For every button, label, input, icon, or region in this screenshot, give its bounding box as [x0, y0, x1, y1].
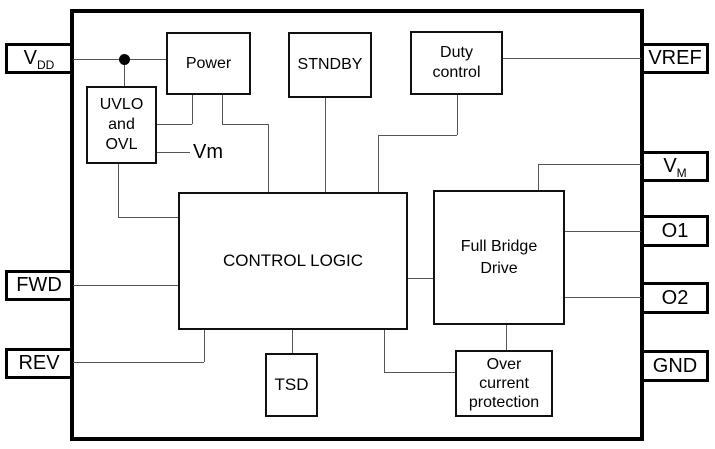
wire-junction-uvlo	[124, 59, 125, 86]
block-stndby: STNDBY	[288, 32, 372, 98]
wire-duty-vref	[503, 58, 645, 59]
wire-uvlo-cl-v	[118, 164, 119, 217]
pin-vref: VREF	[641, 43, 709, 74]
pin-vref-label: VREF	[648, 47, 702, 69]
wire-power-cl-v2	[268, 124, 269, 192]
block-control-logic: CONTROL LOGIC	[178, 192, 408, 330]
wire-vm-fbd-v	[538, 164, 539, 190]
block-overcurrent-protection: Over current protection	[455, 350, 553, 417]
wire-fwd-cl	[70, 285, 178, 286]
wire-power-cl-v1	[222, 95, 223, 124]
block-power-label: Power	[185, 54, 232, 72]
block-uvlo-line3: OVL	[105, 136, 138, 153]
pin-fwd-label: FWD	[16, 274, 62, 296]
wire-duty-cl-h	[378, 135, 457, 136]
block-tsd-label: TSD	[274, 375, 309, 394]
pin-rev: REV	[5, 348, 73, 379]
block-full-bridge-drive: Full Bridge Drive	[433, 190, 565, 325]
wire-cl-fbd	[408, 278, 433, 279]
wire-fbd-o2	[565, 297, 645, 298]
wire-rev-cl-v	[204, 330, 205, 362]
pin-o1-label: O1	[661, 219, 689, 242]
block-stndby-label: STNDBY	[297, 56, 363, 73]
wire-uvlo-power-v	[192, 95, 193, 124]
wire-cl-ocp-h	[384, 372, 455, 373]
wire-vm-fbd-h	[538, 164, 645, 165]
wire-rev-cl-h	[70, 362, 204, 363]
pin-o1: O1	[641, 215, 709, 247]
block-duty-line1: Duty	[440, 44, 473, 61]
block-uvlo-line2: and	[108, 116, 135, 133]
block-overcurrent-line1: Over	[486, 356, 522, 373]
block-full-bridge-line1: Full Bridge	[460, 237, 538, 255]
pin-vdd: VDD	[5, 43, 73, 74]
junction-dot	[119, 54, 130, 65]
net-label-vm: Vm	[192, 141, 224, 164]
wire-uvlo-vm-stub	[157, 152, 190, 153]
wire-uvlo-power-h	[157, 124, 192, 125]
wire-uvlo-cl-h	[118, 217, 178, 218]
block-power: Power	[166, 32, 251, 95]
wire-power-cl-h	[222, 124, 268, 125]
wire-duty-cl-v1	[457, 95, 458, 135]
block-tsd: TSD	[265, 353, 318, 417]
pin-o2: O2	[641, 282, 709, 314]
block-uvlo-ovl: UVLO and OVL	[86, 86, 157, 164]
wire-fbd-ocp	[506, 325, 507, 350]
wire-cl-tsd	[292, 330, 293, 353]
block-duty-line2: control	[432, 64, 481, 81]
block-full-bridge-line2: Drive	[480, 259, 518, 277]
pin-rev-label: REV	[18, 352, 60, 374]
wire-stndby-cl	[325, 98, 326, 192]
pin-vdd-label: VDD	[23, 47, 55, 72]
block-overcurrent-line3: protection	[468, 394, 540, 411]
block-uvlo-line1: UVLO	[99, 96, 144, 113]
pin-gnd-label: GND	[652, 354, 698, 377]
block-control-logic-label: CONTROL LOGIC	[222, 251, 364, 270]
pin-o2-label: O2	[661, 286, 689, 309]
wire-duty-cl-v2	[378, 135, 379, 192]
wire-cl-ocp-v	[384, 330, 385, 372]
wire-fbd-o1	[565, 231, 645, 232]
block-overcurrent-line2: current	[479, 375, 529, 392]
pin-fwd: FWD	[5, 270, 73, 301]
pin-vm-label: VM	[663, 155, 687, 180]
pin-gnd: GND	[641, 350, 709, 382]
wire-vdd-power	[70, 59, 166, 60]
pin-vm: VM	[641, 151, 709, 182]
block-duty-control: Duty control	[410, 31, 503, 95]
